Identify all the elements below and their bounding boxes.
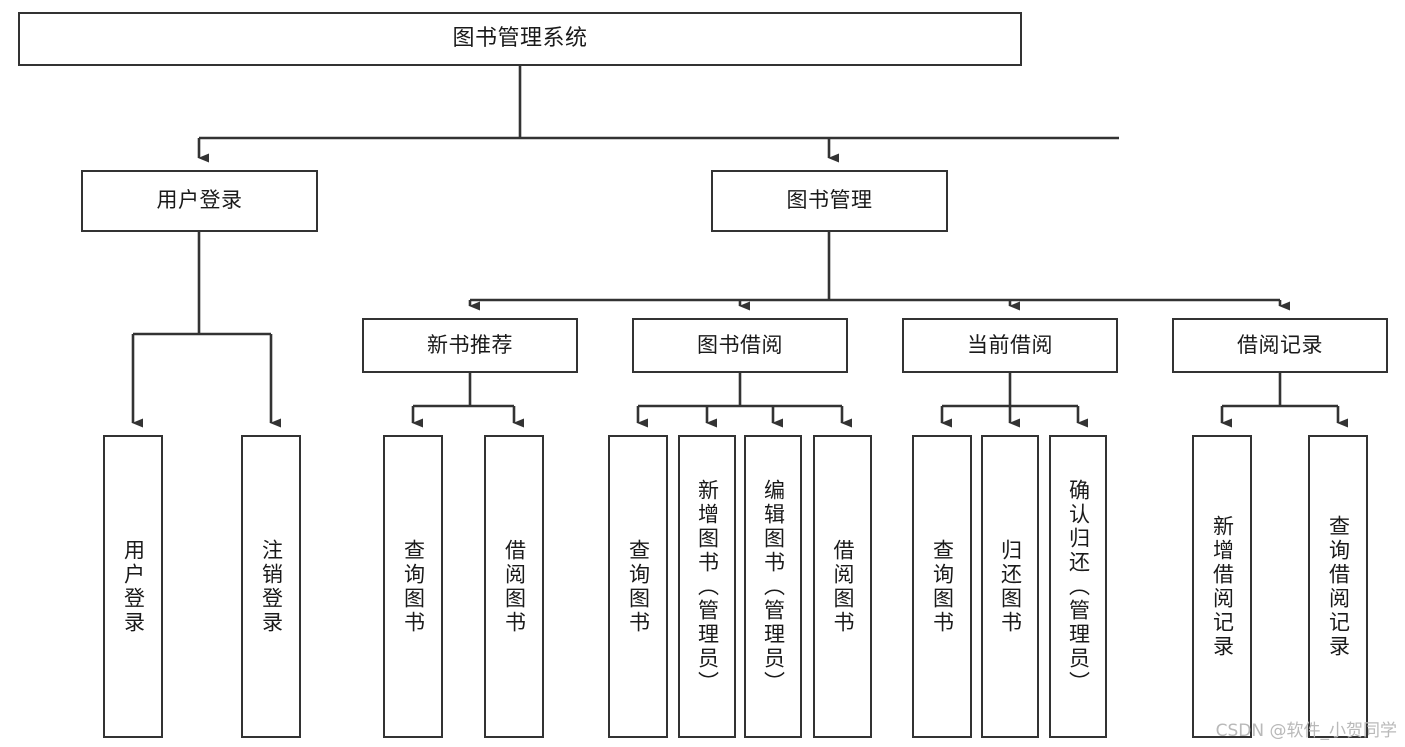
node-label: 查询图书 — [401, 538, 426, 635]
leaf-current-return-book[interactable]: 归还图书 — [981, 435, 1039, 738]
node-book-management[interactable]: 图书管理 — [711, 170, 948, 232]
node-label: 查询借阅记录 — [1326, 514, 1351, 659]
node-book-borrow[interactable]: 图书借阅 — [632, 318, 848, 373]
node-root-system[interactable]: 图书管理系统 — [18, 12, 1022, 66]
node-label: 图书借阅 — [697, 332, 783, 357]
leaf-record-query-record[interactable]: 查询借阅记录 — [1308, 435, 1368, 738]
leaf-user-login[interactable]: 用户登录 — [103, 435, 163, 738]
connector-bookmgmt-to-tier3 — [468, 232, 1290, 311]
node-new-book-recommend[interactable]: 新书推荐 — [362, 318, 578, 373]
node-label: 新书推荐 — [427, 332, 513, 357]
connector-userlogin-to-leaves — [131, 232, 281, 428]
leaf-newbook-query-book[interactable]: 查询图书 — [383, 435, 443, 738]
node-label: 用户登录 — [121, 538, 146, 635]
node-borrow-record[interactable]: 借阅记录 — [1172, 318, 1388, 373]
leaf-user-logout[interactable]: 注销登录 — [241, 435, 301, 738]
node-label: 当前借阅 — [967, 332, 1053, 357]
leaf-current-query-book[interactable]: 查询图书 — [912, 435, 972, 738]
node-label: 新增借阅记录 — [1210, 514, 1235, 659]
connector-root-to-tier2 — [197, 66, 1119, 163]
connector-record-to-leaves — [1220, 373, 1348, 428]
leaf-borrow-borrow-book[interactable]: 借阅图书 — [813, 435, 872, 738]
leaf-newbook-borrow-book[interactable]: 借阅图书 — [484, 435, 544, 738]
connector-newbook-to-leaves — [411, 373, 524, 428]
node-label: 新增图书（管理员） — [695, 478, 720, 695]
leaf-borrow-query-book[interactable]: 查询图书 — [608, 435, 668, 738]
node-label: 查询图书 — [930, 538, 955, 635]
leaf-record-add-record[interactable]: 新增借阅记录 — [1192, 435, 1252, 738]
node-label: 借阅图书 — [502, 538, 527, 635]
node-label: 确认归还（管理员） — [1066, 478, 1091, 695]
node-label: 归还图书 — [998, 538, 1023, 635]
node-label: 图书管理系统 — [452, 25, 588, 51]
node-label: 编辑图书（管理员） — [761, 478, 786, 695]
node-label: 用户登录 — [156, 188, 243, 213]
connector-borrow-to-leaves — [636, 373, 852, 428]
node-label: 借阅记录 — [1237, 332, 1323, 357]
node-user-login[interactable]: 用户登录 — [81, 170, 318, 232]
leaf-borrow-add-book[interactable]: 新增图书（管理员） — [678, 435, 736, 738]
connector-current-to-leaves — [940, 373, 1088, 428]
watermark-text: CSDN @软件_小贺同学 — [1215, 721, 1397, 741]
node-current-borrow[interactable]: 当前借阅 — [902, 318, 1118, 373]
leaf-current-confirm-return[interactable]: 确认归还（管理员） — [1049, 435, 1107, 738]
node-label: 图书管理 — [786, 188, 873, 213]
node-label: 查询图书 — [626, 538, 651, 635]
node-label: 借阅图书 — [831, 538, 855, 635]
leaf-borrow-edit-book[interactable]: 编辑图书（管理员） — [744, 435, 802, 738]
node-label: 注销登录 — [259, 538, 284, 635]
